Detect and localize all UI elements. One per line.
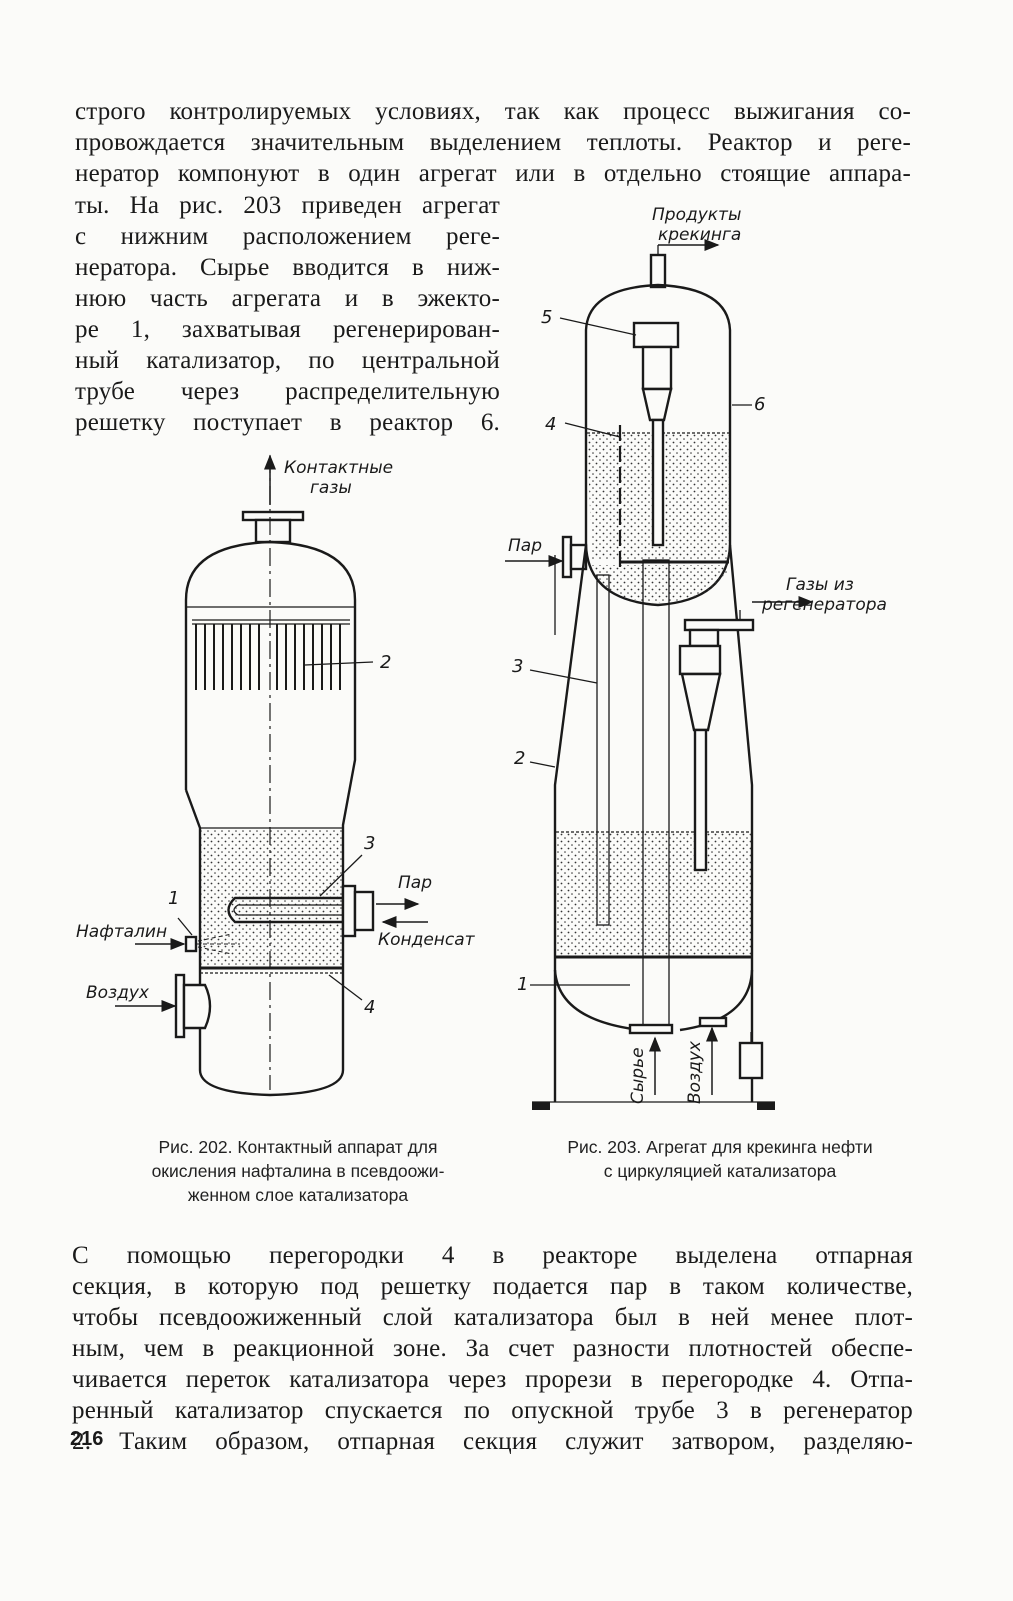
fig203-num-3: 3 xyxy=(512,656,523,677)
paragraph-body: С помощью перегородки 4 в реакторе выдел… xyxy=(72,1240,913,1457)
text-line: нюю часть агрегата и в эжекто- xyxy=(75,285,500,312)
fig203-num-6: 6 xyxy=(754,394,765,415)
caption-line: с циркуляцией катализатора xyxy=(603,1161,837,1181)
top-flange xyxy=(241,510,305,522)
fig203-num-4: 4 xyxy=(545,414,556,435)
figure-202-drawing xyxy=(115,454,428,1097)
text-line: ты. На рис. 203 приведен агрегат xyxy=(75,192,500,219)
text-line: ным, чем в реакционной зоне. За счет раз… xyxy=(72,1335,913,1362)
fig202-label-air: Воздух xyxy=(86,983,150,1003)
top-nozzle xyxy=(254,518,292,544)
figure-202-caption: Рис. 202. Контактный аппарат для окислен… xyxy=(100,1135,496,1207)
caption-line: окисления нафталина в псевдоожи- xyxy=(151,1161,445,1181)
injector-202 xyxy=(184,935,198,953)
text-line: чтобы псевдоожиженный слой катализатора … xyxy=(72,1304,913,1331)
fig203-num-5: 5 xyxy=(541,307,552,328)
reactor-6 xyxy=(584,283,732,607)
cooling-tubes xyxy=(192,619,350,625)
caption-line: женном слое катализатора xyxy=(187,1185,409,1205)
text-line: нератора. Сырье вводится в ниж- xyxy=(75,254,500,281)
coil-202 xyxy=(227,896,345,924)
fig202-num-1: 1 xyxy=(168,888,179,909)
fig202-num-3: 3 xyxy=(364,833,375,854)
riser xyxy=(642,559,670,1031)
caption-line: Рис. 202. Контактный аппарат для xyxy=(158,1137,438,1157)
figure-203-caption: Рис. 203. Агрегат для крекинга нефти с ц… xyxy=(515,1135,925,1183)
page-number: 216 xyxy=(70,1428,104,1450)
text-line: трубе через распределительную xyxy=(75,378,500,405)
steam-flange-203 xyxy=(561,535,573,579)
cyclone-5 xyxy=(632,321,680,349)
fig202-num-2: 2 xyxy=(380,652,391,673)
fig203-label-gases-1: Газы из xyxy=(786,575,854,595)
fig202-label-condensate: Конденсат xyxy=(378,930,476,950)
fig203-num-1: 1 xyxy=(517,974,528,995)
fig202-num-4: 4 xyxy=(364,997,375,1018)
fig202-label-steam: Пар xyxy=(398,873,432,893)
catalyst-bed-203 xyxy=(556,832,751,957)
fig203-label-feed: Сырье xyxy=(628,1047,648,1104)
text-line: ный катализатор, по центральной xyxy=(75,347,500,374)
fig202-label-naphthalene: Нафталин xyxy=(76,922,167,942)
paragraph-side: ты. На рис. 203 приведен агрегат с нижни… xyxy=(75,190,500,438)
fig203-label-products-1: Продукты xyxy=(652,205,741,225)
text-line: решетку поступает в реактор 6. xyxy=(75,409,500,436)
figure-203-drawing xyxy=(505,239,814,1110)
caption-line: Рис. 203. Агрегат для крекинга нефти xyxy=(567,1137,873,1157)
fig203-label-air: Воздух xyxy=(685,1040,705,1104)
text-line: провождается значительным выделением теп… xyxy=(75,129,911,156)
fig203-label-products-2: крекинга xyxy=(658,225,741,245)
text-line: 2. Таким образом, отпарная секция служит… xyxy=(72,1428,913,1455)
text-line: секция, в которую под решетку подается п… xyxy=(72,1273,913,1300)
text-line: ре 1, захватывая регенерирован- xyxy=(75,316,500,343)
fig202-label-contact-gases-2: газы xyxy=(310,478,352,498)
text-line: нератор компонуют в один агрегат или в о… xyxy=(75,160,911,187)
product-pipe xyxy=(649,253,667,289)
tube-bundle xyxy=(195,624,341,690)
text-line: строго контролируемых условиях, так как … xyxy=(75,98,911,125)
text-line: ренный катализатор спускается по опускно… xyxy=(72,1397,913,1424)
fig203-label-steam: Пар xyxy=(508,536,542,556)
fig203-label-gases-2: регенератора xyxy=(761,595,887,615)
fig203-num-2: 2 xyxy=(514,748,525,769)
paragraph-intro: строго контролируемых условиях, так как … xyxy=(75,96,911,189)
text-line: с нижним расположением реге- xyxy=(75,223,500,250)
text-line: С помощью перегородки 4 в реакторе выдел… xyxy=(72,1242,913,1269)
fig202-label-contact-gases-1: Контактные xyxy=(284,458,393,478)
text-line: чивается переток катализатора через прор… xyxy=(72,1366,913,1393)
